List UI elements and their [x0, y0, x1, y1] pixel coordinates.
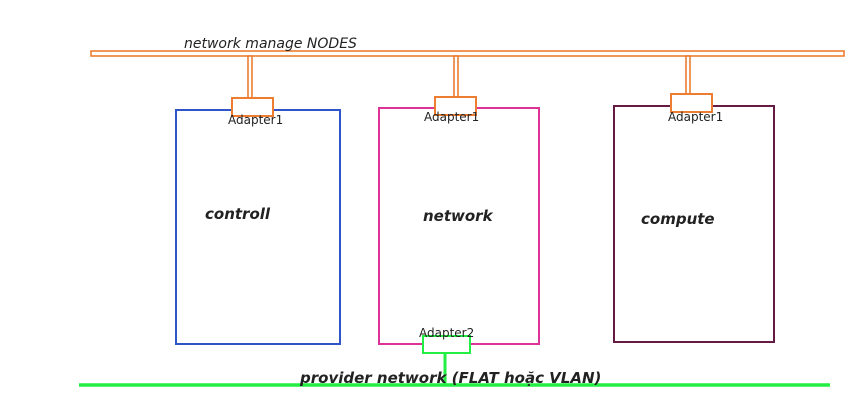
management-drop-network: [453, 55, 459, 99]
adapter1-compute-label: Adapter1: [668, 110, 723, 124]
node-controll-label: controll: [205, 205, 271, 223]
adapter2-network-box: [422, 335, 471, 354]
node-controll-box: [175, 109, 341, 345]
adapter2-network-label: Adapter2: [419, 326, 474, 340]
management-network-bus: [90, 50, 845, 57]
provider-network-label: provider network (FLAT hoặc VLAN): [299, 369, 601, 387]
adapter1-network-box: [434, 96, 477, 116]
adapter1-controll-label: Adapter1: [228, 113, 283, 127]
management-network-label: network manage NODES: [184, 36, 357, 52]
adapter1-controll-box: [231, 97, 274, 117]
management-drop-compute: [685, 55, 691, 95]
management-drop-controll: [247, 55, 253, 99]
node-network-box: [378, 107, 540, 345]
node-network-label: network: [423, 207, 494, 225]
adapter1-compute-box: [670, 93, 713, 113]
adapter1-network-label: Adapter1: [424, 110, 479, 124]
node-compute-label: compute: [641, 210, 715, 228]
